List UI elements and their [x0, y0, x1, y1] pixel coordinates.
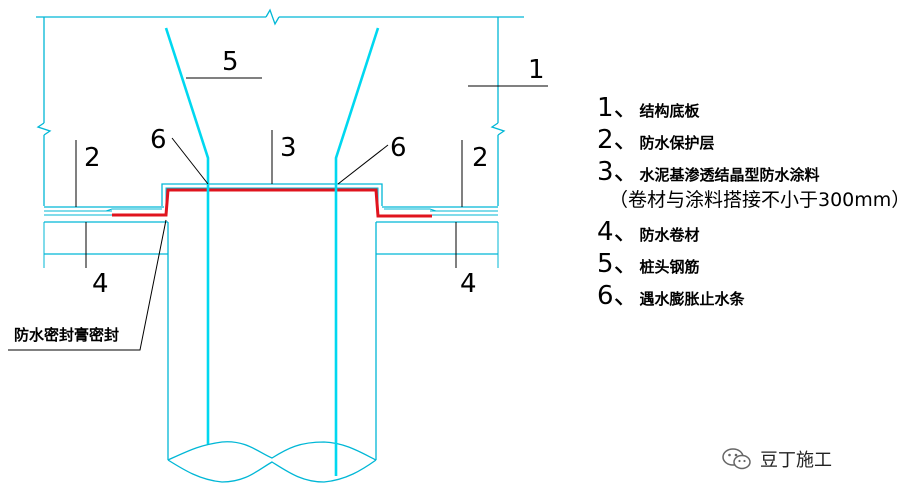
- label-6-left: 6: [150, 125, 167, 155]
- structural-slab: [36, 8, 524, 206]
- label-2-right: 2: [472, 143, 489, 173]
- watermark: 豆丁施工: [722, 446, 832, 472]
- membrane-lap-red: [112, 188, 432, 218]
- label-5: 5: [222, 47, 239, 77]
- legend: 1、结构底板 2、防水保护层 3、水泥基渗透结晶型防水涂料 （卷材与涂料搭接不小…: [597, 92, 910, 312]
- label-3: 3: [280, 133, 297, 163]
- legend-item-3: 3、水泥基渗透结晶型防水涂料: [597, 157, 820, 187]
- callout-numbers: 5 1 6 3 6 2 2 4 4 防水密封膏密封: [14, 47, 545, 344]
- legend-item-5: 5、桩头钢筋: [597, 249, 700, 279]
- leader-lines: [8, 77, 548, 351]
- label-4-left: 4: [92, 269, 109, 299]
- label-1: 1: [528, 55, 545, 85]
- waterproof-layers: [43, 183, 499, 268]
- pile-rebars: [164, 27, 380, 476]
- pile-head-waterproofing-detail: 5 1 6 3 6 2 2 4 4 防水密封膏密封: [8, 8, 548, 483]
- sealant-note: 防水密封膏密封: [14, 326, 119, 344]
- legend-item-4: 4、防水卷材: [597, 217, 700, 247]
- label-6-right: 6: [390, 133, 407, 163]
- legend-item-1: 1、结构底板: [597, 93, 700, 123]
- label-2-left: 2: [84, 143, 101, 173]
- legend-item-2: 2、防水保护层: [597, 125, 715, 155]
- watermark-text: 豆丁施工: [760, 450, 832, 471]
- pile-body: [167, 222, 377, 483]
- legend-item-6: 6、遇水膨胀止水条: [597, 281, 745, 311]
- label-4-right: 4: [460, 269, 477, 299]
- legend-item-3-note: （卷材与涂料搭接不小于300mm）: [609, 189, 910, 211]
- wechat-icon: [722, 448, 751, 470]
